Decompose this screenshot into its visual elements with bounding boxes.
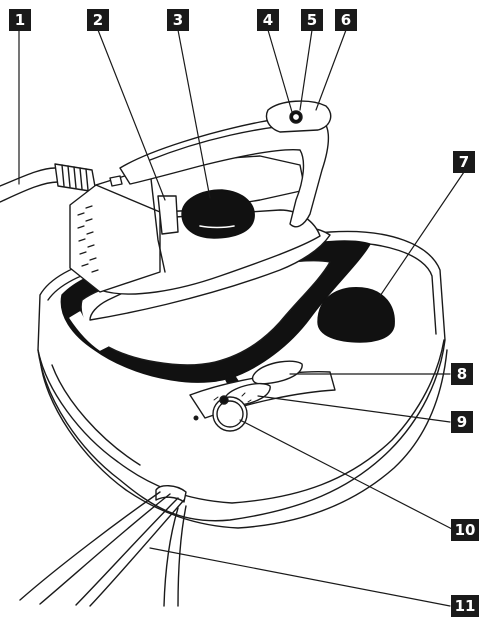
iron-body xyxy=(69,100,332,321)
callout-10: 10 xyxy=(451,519,479,541)
callout-3: 3 xyxy=(167,9,189,31)
callout-5: 5 xyxy=(301,9,323,31)
leader-line-6 xyxy=(315,29,347,111)
leader-line-7 xyxy=(379,171,465,297)
callout-2: 2 xyxy=(87,9,109,31)
callout-1: 1 xyxy=(9,9,31,31)
callout-4: 4 xyxy=(257,9,279,31)
callout-6: 6 xyxy=(335,9,357,31)
leader-line-10 xyxy=(239,419,455,531)
leader-line-5 xyxy=(299,29,313,111)
callout-8: 8 xyxy=(451,363,473,385)
leader-line-4 xyxy=(267,29,293,113)
leader-line-2 xyxy=(97,29,166,201)
power-cord xyxy=(19,491,187,607)
callout-9: 9 xyxy=(451,411,473,433)
callout-7: 7 xyxy=(453,151,475,173)
leader-lines xyxy=(18,29,465,607)
leader-line-3 xyxy=(177,29,211,199)
leader-line-11 xyxy=(149,547,451,607)
leader-line-9 xyxy=(257,395,451,423)
callout-11: 11 xyxy=(451,595,479,617)
